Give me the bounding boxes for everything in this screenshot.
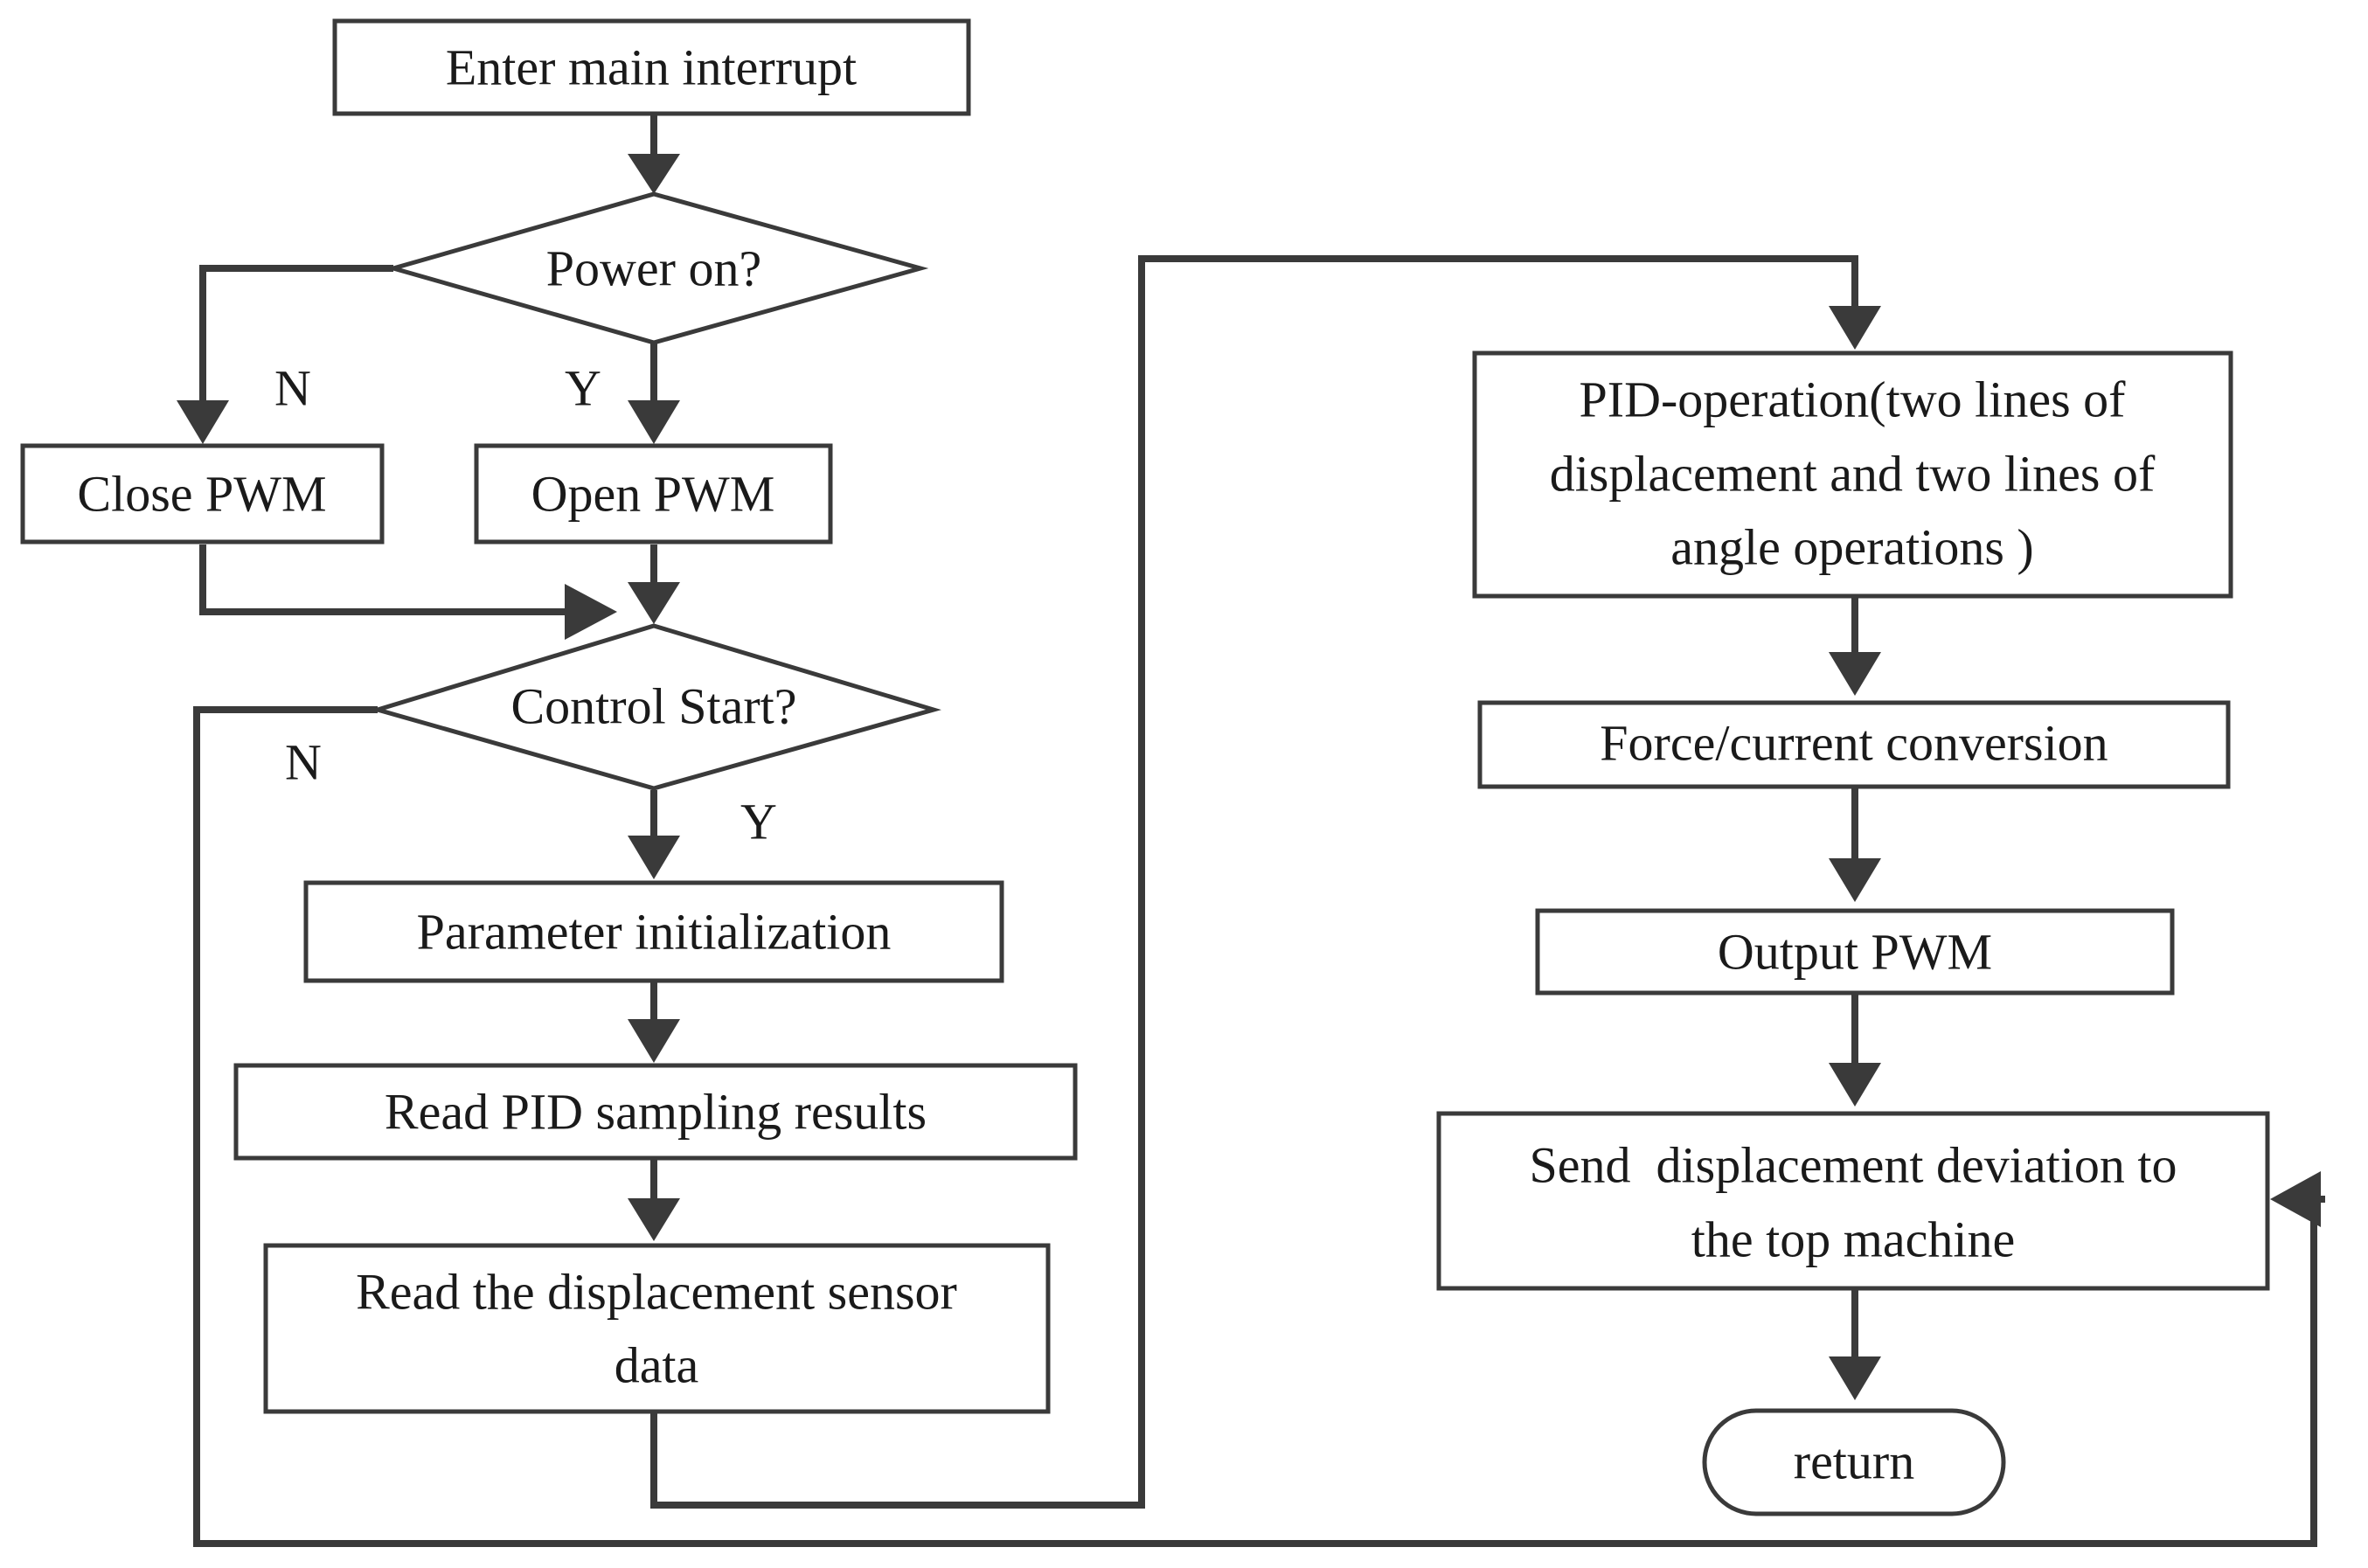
arrowhead-to-readpid xyxy=(628,1019,680,1063)
node-close-label: Close PWM xyxy=(77,466,326,523)
node-send-line1: Send displacement deviation to xyxy=(1530,1137,2177,1194)
node-readpid-label: Read PID sampling results xyxy=(385,1084,927,1141)
node-read-pid-sampling: Read PID sampling results xyxy=(233,1063,1078,1161)
arrowhead-to-output xyxy=(1829,858,1881,902)
arrowhead-to-send-side xyxy=(2270,1171,2321,1227)
branch-power-yes: Y xyxy=(565,360,601,417)
node-return: return xyxy=(1702,1408,2006,1516)
decision-control-label: Control Start? xyxy=(510,678,796,735)
arrowhead-to-pidop xyxy=(1829,306,1881,350)
node-enter-label: Enter main interrupt xyxy=(446,39,857,96)
arrowhead-merge xyxy=(565,584,617,640)
arrowhead-to-open xyxy=(628,400,680,444)
edge-power-no-to-close xyxy=(199,265,393,404)
arrowhead-to-param xyxy=(628,836,680,879)
arrowhead-to-close xyxy=(177,400,229,444)
node-send-line2: the top machine xyxy=(1691,1211,2015,1268)
arrowhead-to-power xyxy=(628,154,680,194)
node-param-label: Parameter initialization xyxy=(417,904,892,961)
arrowhead-to-send xyxy=(1829,1063,1881,1107)
branch-control-no: N xyxy=(285,734,322,791)
node-force-current-conversion: Force/current conversion xyxy=(1477,700,2231,789)
node-pidop-line3: angle operations ) xyxy=(1670,519,2034,576)
node-readdisp-line2: data xyxy=(615,1337,699,1394)
edge-close-to-merge xyxy=(199,545,568,615)
node-readdisp-line1: Read the displacement sensor xyxy=(356,1264,957,1321)
node-send-deviation: Send displacement deviation to the top m… xyxy=(1436,1111,2270,1291)
node-open-label: Open PWM xyxy=(531,466,775,523)
node-pidop-line1: PID-operation(two lines of xyxy=(1580,371,2127,428)
arrowhead-to-readdisp xyxy=(628,1198,680,1241)
decision-control-start: Control Start? xyxy=(370,623,941,791)
node-close-pwm: Close PWM xyxy=(20,443,385,545)
node-return-label: return xyxy=(1794,1433,1915,1490)
edge-readdisp-to-pidop xyxy=(650,255,1858,1509)
node-output-label: Output PWM xyxy=(1718,924,1992,981)
decision-power-label: Power on? xyxy=(546,240,761,297)
node-pidop-line2: displacement and two lines of xyxy=(1550,446,2156,503)
arrowhead-to-force xyxy=(1829,652,1881,696)
branch-control-yes: Y xyxy=(740,794,777,850)
node-parameter-initialization: Parameter initialization xyxy=(303,880,1004,983)
node-pid-operation: PID-operation(two lines of displacement … xyxy=(1472,350,2233,599)
node-force-label: Force/current conversion xyxy=(1600,715,2108,772)
arrowhead-to-control xyxy=(628,582,680,624)
branch-power-no: N xyxy=(274,360,311,417)
node-open-pwm: Open PWM xyxy=(474,443,833,545)
node-read-displacement: Read the displacement sensor data xyxy=(263,1243,1051,1414)
node-output-pwm: Output PWM xyxy=(1535,908,2175,996)
arrowhead-to-return xyxy=(1829,1356,1881,1400)
node-enter-main-interrupt: Enter main interrupt xyxy=(332,18,971,116)
decision-power-on: Power on? xyxy=(385,191,929,345)
